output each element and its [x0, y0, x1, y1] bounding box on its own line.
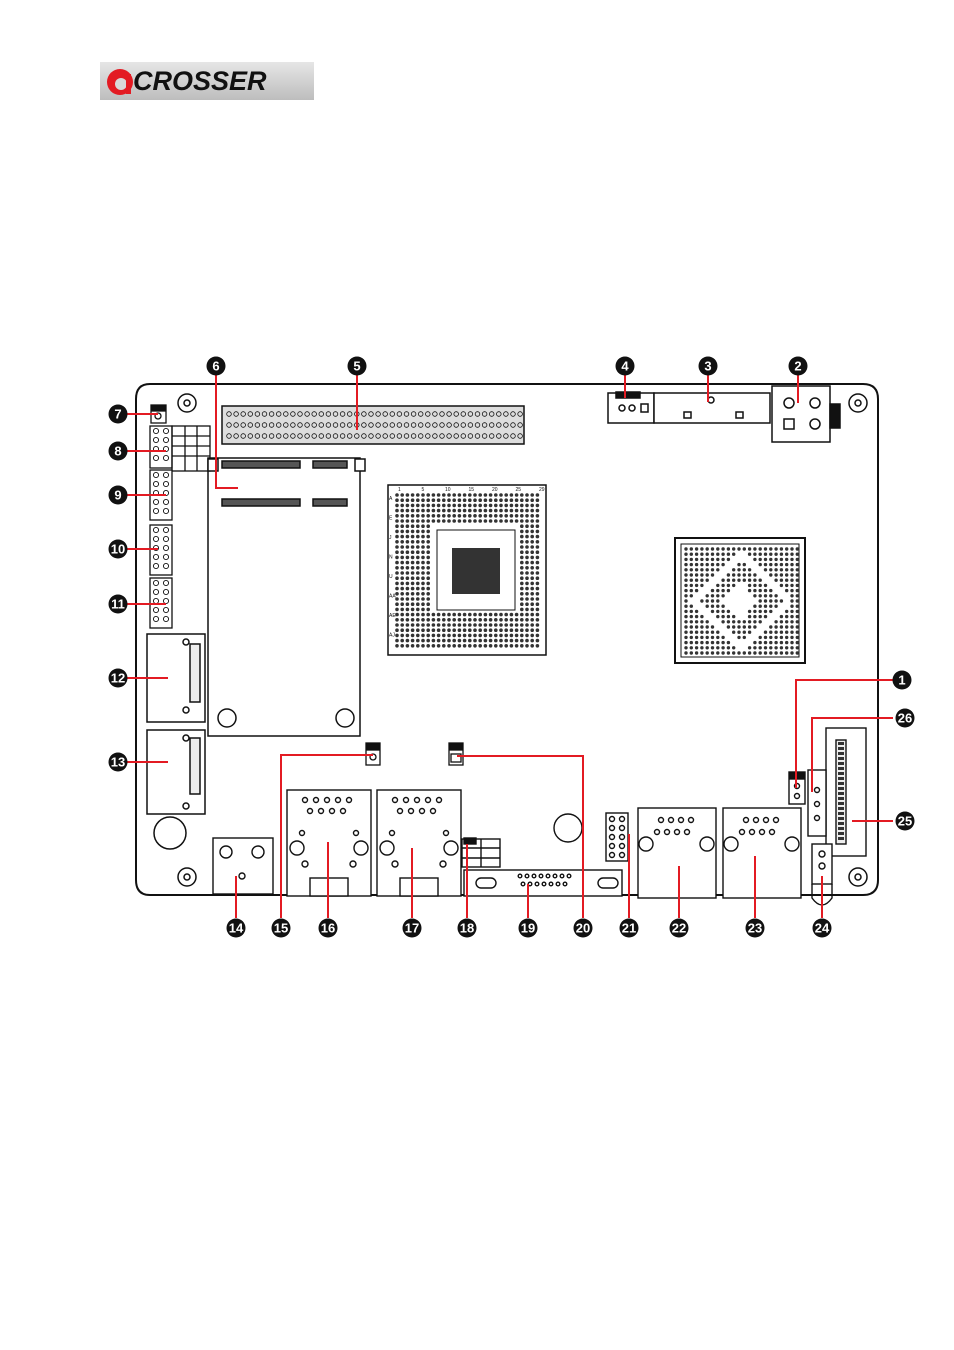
chip-row-label: AJ	[389, 633, 395, 639]
chip-column-label: 20	[492, 487, 498, 493]
callout-7: 7	[109, 405, 128, 424]
svg-text:10: 10	[111, 542, 125, 557]
svg-text:9: 9	[114, 488, 121, 503]
callout-16: 16	[319, 919, 338, 938]
mini-pcie-slot	[208, 458, 365, 736]
svg-text:14: 14	[229, 921, 244, 936]
callout-1: 1	[893, 671, 912, 690]
svg-text:17: 17	[405, 921, 419, 936]
callout-23: 23	[746, 919, 765, 938]
svg-text:20: 20	[576, 921, 590, 936]
callout-17: 17	[403, 919, 422, 938]
svg-text:3: 3	[704, 359, 711, 374]
jumpers-15-20	[366, 743, 463, 765]
callout-11: 11	[109, 595, 128, 614]
chipset-bga	[675, 538, 805, 663]
svg-text:23: 23	[748, 921, 762, 936]
long-pin-header	[222, 406, 524, 444]
callout-19: 19	[519, 919, 538, 938]
chip-row-label: AA	[389, 594, 396, 600]
callout-12: 12	[109, 669, 128, 688]
chip-column-label: 15	[469, 487, 475, 493]
callout-10: 10	[109, 540, 128, 559]
svg-text:8: 8	[114, 444, 121, 459]
svg-text:15: 15	[274, 921, 288, 936]
bottom-connectors	[213, 790, 801, 898]
svg-text:18: 18	[460, 921, 474, 936]
chip-row-label: U	[389, 574, 393, 580]
svg-text:21: 21	[622, 921, 636, 936]
chip-column-label: 1	[398, 487, 401, 493]
svg-text:19: 19	[521, 921, 535, 936]
callout-14: 14	[227, 919, 246, 938]
svg-text:5: 5	[353, 359, 360, 374]
left-side-connectors	[147, 634, 205, 849]
callout-3: 3	[699, 357, 718, 376]
callout-18: 18	[458, 919, 477, 938]
callout-9: 9	[109, 486, 128, 505]
svg-text:2: 2	[794, 359, 801, 374]
callout-4: 4	[616, 357, 635, 376]
callout-13: 13	[109, 753, 128, 772]
callout-22: 22	[670, 919, 689, 938]
svg-text:12: 12	[111, 671, 125, 686]
callout-6: 6	[207, 357, 226, 376]
svg-text:13: 13	[111, 755, 125, 770]
callout-25: 25	[896, 812, 915, 831]
svg-text:24: 24	[815, 921, 830, 936]
svg-text:7: 7	[114, 407, 121, 422]
callout-2: 2	[789, 357, 808, 376]
svg-text:25: 25	[898, 814, 912, 829]
chip-column-label: 25	[516, 487, 522, 493]
chip-column-label: 10	[445, 487, 451, 493]
svg-text:6: 6	[212, 359, 219, 374]
chip-row-label: N	[389, 555, 393, 561]
top-connectors	[608, 386, 840, 442]
svg-text:11: 11	[111, 597, 125, 612]
svg-text:1: 1	[898, 673, 905, 688]
callout-5: 5	[348, 357, 367, 376]
callout-8: 8	[109, 442, 128, 461]
callout-26: 26	[896, 709, 915, 728]
svg-text:26: 26	[898, 711, 912, 726]
callout-20: 20	[574, 919, 593, 938]
callout-15: 15	[272, 919, 291, 938]
chip-column-label: 5	[422, 487, 425, 493]
svg-text:22: 22	[672, 921, 686, 936]
callout-24: 24	[813, 919, 832, 938]
svg-text:16: 16	[321, 921, 335, 936]
callout-21: 21	[620, 919, 639, 938]
svg-text:4: 4	[621, 359, 629, 374]
chip-column-label: 29	[539, 487, 545, 493]
chip-row-label: AE	[389, 613, 396, 619]
left-pin-headers	[150, 426, 210, 628]
